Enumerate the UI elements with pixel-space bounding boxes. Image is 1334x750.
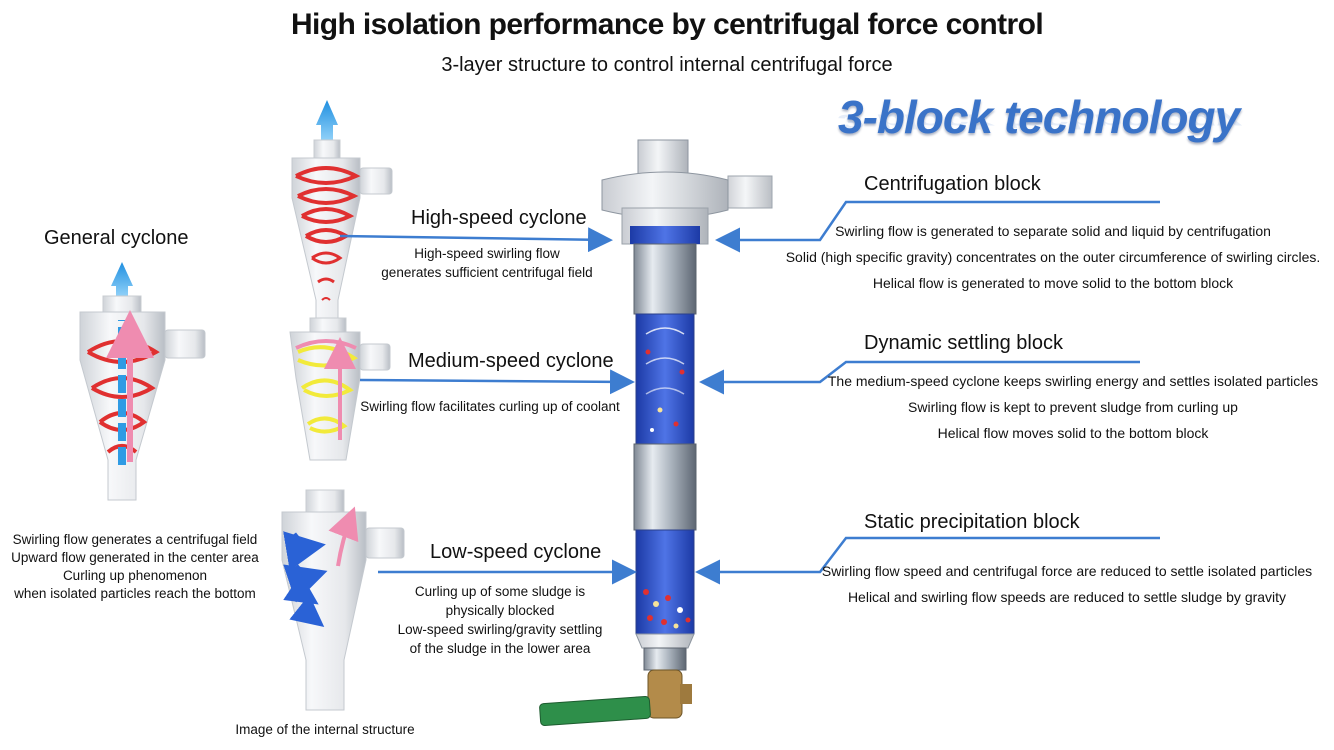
page-title: High isolation performance by centrifuga…	[290, 8, 1044, 41]
general-line: when isolated particles reach the bottom	[14, 586, 256, 601]
low-speed-line: of the sludge in the lower area	[409, 641, 591, 656]
low-speed-cyclone-graphic	[281, 489, 405, 711]
static-precipitation-block-description: Swirling flow speed and centrifugal forc…	[800, 558, 1334, 610]
medium-speed-cyclone-description: Swirling flow facilitates curling up of …	[350, 397, 630, 416]
page-subtitle: 3-layer structure to control internal ce…	[441, 54, 893, 76]
high-speed-line: generates sufficient centrifugal field	[381, 265, 593, 280]
medium-speed-cyclone-graphic	[289, 317, 391, 461]
general-line: Upward flow generated in the center area	[11, 550, 259, 565]
high-speed-cyclone-graphic	[291, 100, 393, 319]
static-precipitation-block-title: Static precipitation block	[864, 511, 1080, 533]
medium-speed-cyclone-label: Medium-speed cyclone	[408, 350, 614, 372]
centrifugation-line: Solid (high specific gravity) concentrat…	[785, 249, 1321, 265]
low-speed-line: physically blocked	[445, 603, 555, 618]
low-speed-line: Curling up of some sludge is	[414, 584, 586, 599]
general-cyclone-description: Swirling flow generates a centrifugal fi…	[0, 531, 270, 603]
separator-device	[539, 139, 773, 727]
centrifugation-line: Helical flow is generated to move solid …	[872, 275, 1234, 291]
centrifugation-line: Swirling flow is generated to separate s…	[835, 223, 1271, 239]
dynamic-settling-line: Helical flow moves solid to the bottom b…	[937, 425, 1209, 441]
general-cyclone-title: General cyclone	[44, 227, 189, 249]
high-speed-upflow-arrow-icon	[316, 100, 338, 140]
high-speed-line: High-speed swirling flow	[414, 246, 560, 261]
dynamic-settling-block-description: The medium-speed cyclone keeps swirling …	[812, 368, 1334, 446]
medium-speed-line: Swirling flow facilitates curling up of …	[360, 399, 620, 414]
internal-structure-caption: Image of the internal structure	[235, 722, 415, 737]
centrifugation-block-title: Centrifugation block	[864, 173, 1041, 195]
connector-arrows	[339, 200, 1160, 585]
static-precipitation-line: Helical and swirling flow speeds are red…	[847, 589, 1287, 605]
high-speed-cyclone-label: High-speed cyclone	[411, 207, 587, 229]
general-line: Curling up phenomenon	[62, 568, 208, 583]
low-speed-cyclone-description: Curling up of some sludge is physically …	[380, 582, 620, 658]
low-speed-cyclone-label: Low-speed cyclone	[430, 541, 602, 563]
general-line: Swirling flow generates a centrifugal fi…	[12, 532, 258, 547]
technology-heading: 3-block technology	[838, 91, 1240, 143]
general-cyclone-graphic	[79, 262, 206, 501]
high-speed-cyclone-description: High-speed swirling flow generates suffi…	[362, 244, 612, 282]
static-precipitation-line: Swirling flow speed and centrifugal forc…	[821, 563, 1313, 579]
low-speed-line: Low-speed swirling/gravity settling	[397, 622, 603, 637]
dynamic-settling-line: Swirling flow is kept to prevent sludge …	[908, 399, 1238, 415]
dynamic-settling-block-title: Dynamic settling block	[864, 332, 1063, 354]
dynamic-settling-line: The medium-speed cyclone keeps swirling …	[827, 373, 1319, 389]
upflow-arrow-icon	[111, 262, 133, 296]
centrifugation-block-description: Swirling flow is generated to separate s…	[772, 218, 1334, 296]
